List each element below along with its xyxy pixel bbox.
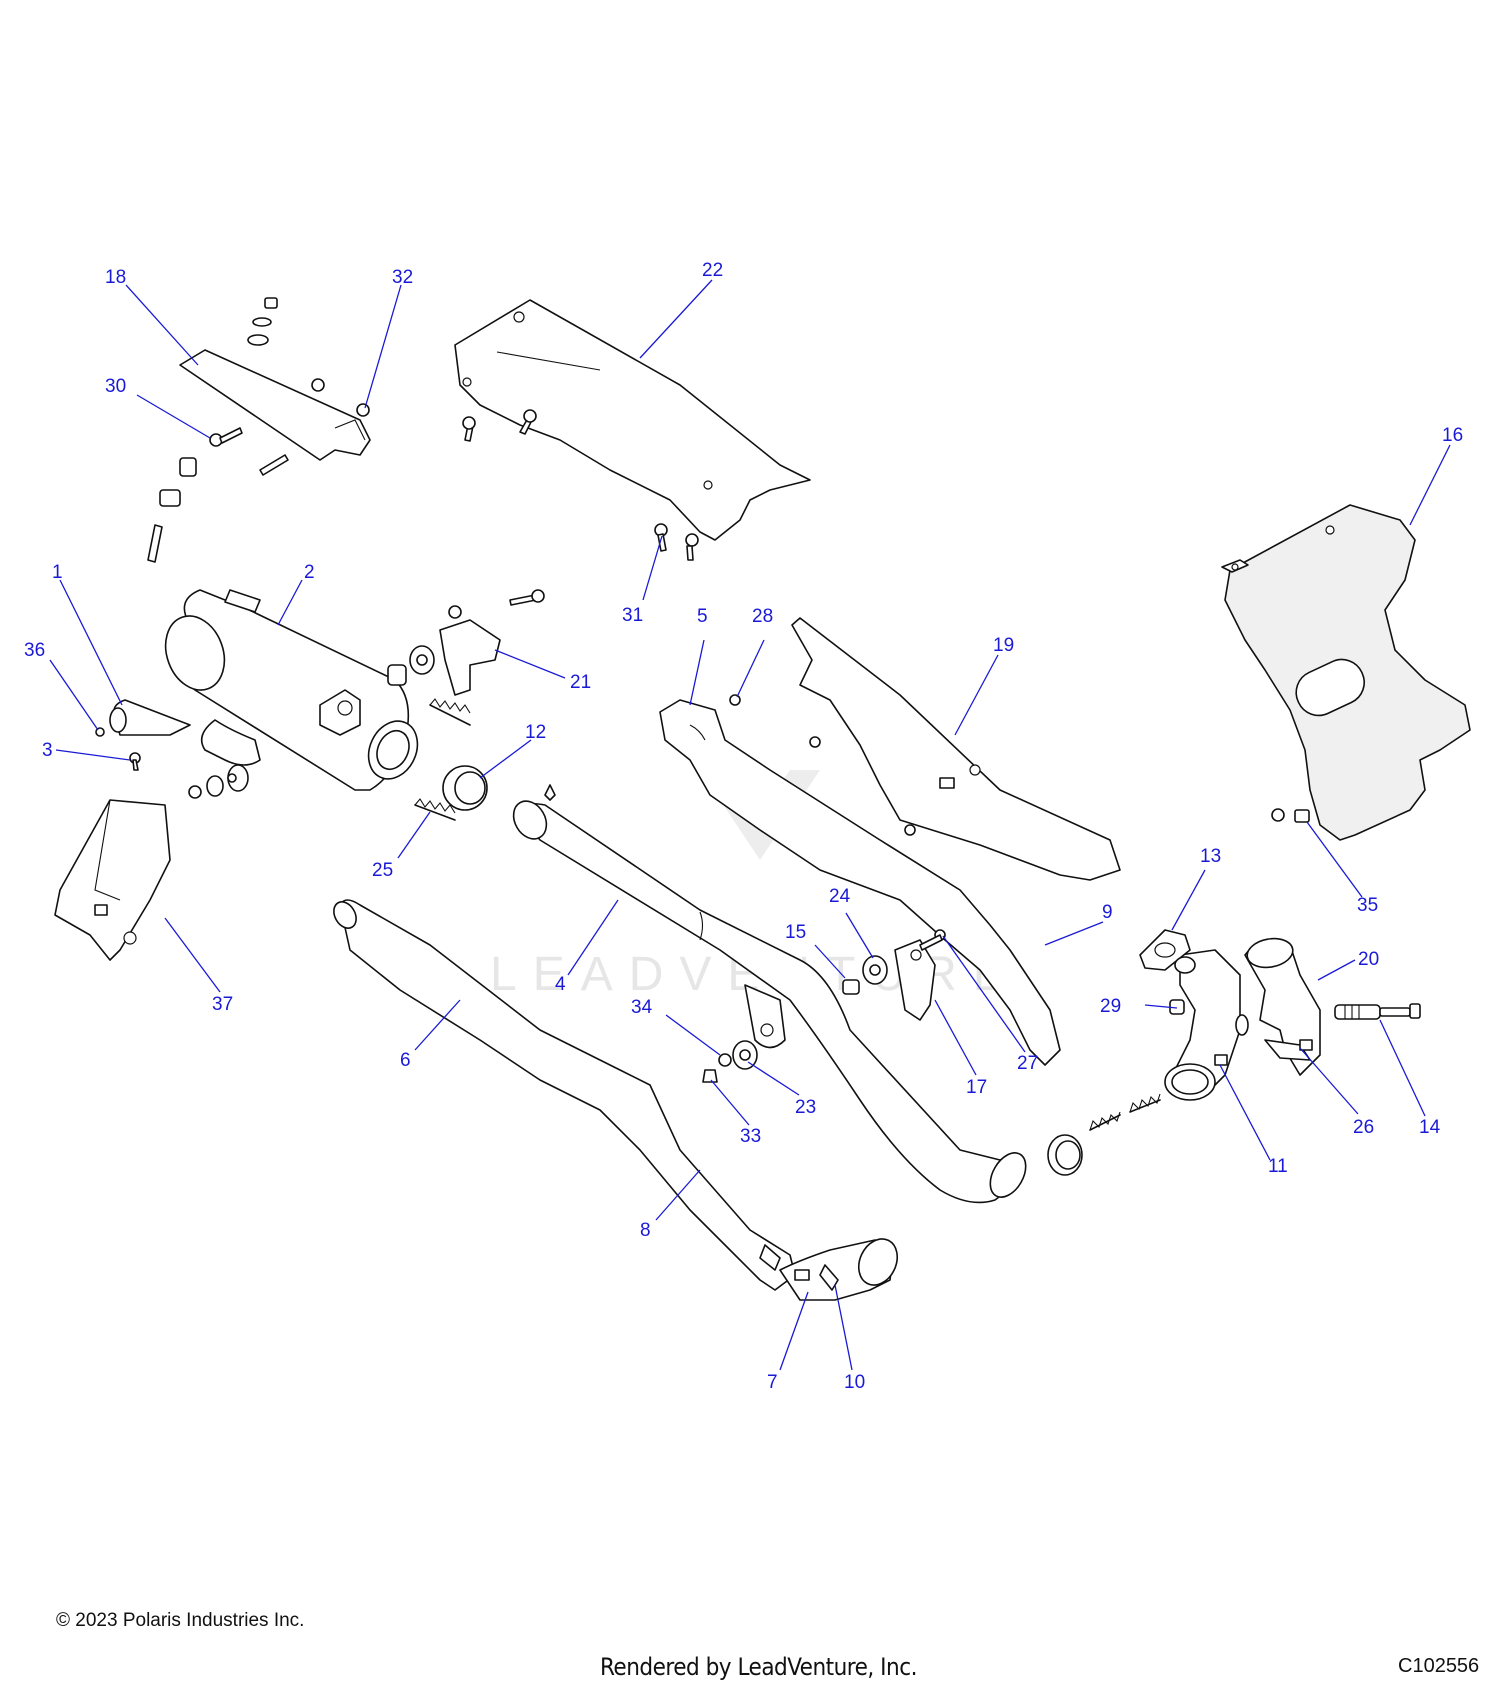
part-9-heat-shield[interactable] — [659, 699, 1061, 1066]
callout-24[interactable]: 24 — [829, 886, 851, 907]
callout-23[interactable]: 23 — [795, 1097, 816, 1118]
part-22-hardware — [462, 409, 699, 561]
callout-14[interactable]: 14 — [1419, 1117, 1441, 1138]
copyright-notice: © 2023 Polaris Industries Inc. — [56, 1610, 305, 1631]
leader-lines — [49, 279, 1451, 1371]
callout-25[interactable]: 25 — [372, 860, 393, 881]
callout-31[interactable]: 31 — [622, 605, 643, 626]
callout-labels: 1 2 3 4 5 6 7 8 9 10 11 12 13 14 15 16 1… — [24, 260, 1463, 1393]
callout-19[interactable]: 19 — [993, 635, 1014, 656]
part-13-gasket — [1139, 929, 1196, 974]
part-12-seal[interactable] — [442, 765, 488, 811]
rendered-by-credit: Rendered by LeadVenture, Inc. — [600, 1653, 917, 1681]
callout-11[interactable]: 11 — [1268, 1156, 1288, 1177]
callout-3[interactable]: 3 — [42, 740, 53, 761]
part-11-exhaust-manifold[interactable] — [1164, 949, 1249, 1101]
part-22-heat-shield[interactable] — [454, 299, 811, 541]
part-17-bracket[interactable] — [894, 929, 946, 1021]
part-25-springs — [414, 698, 471, 821]
part-1-tailpipe[interactable] — [95, 699, 191, 771]
callout-22[interactable]: 22 — [702, 260, 723, 281]
callout-10[interactable]: 10 — [844, 1372, 865, 1393]
part-lower-springs — [1047, 1093, 1161, 1176]
part-21-grommets — [387, 645, 435, 686]
part-19-heat-shield[interactable] — [791, 617, 1121, 881]
callout-17[interactable]: 17 — [966, 1077, 987, 1098]
part-19-hardware — [904, 824, 916, 836]
part-10-clamp — [759, 1244, 839, 1291]
part-6-front-pipe[interactable] — [329, 898, 796, 1291]
part-14-oxygen-sensor[interactable] — [1334, 1003, 1421, 1020]
callout-2[interactable]: 2 — [304, 562, 315, 583]
callout-35[interactable]: 35 — [1357, 895, 1378, 916]
callout-12[interactable]: 12 — [525, 722, 546, 743]
callout-32[interactable]: 32 — [392, 267, 413, 288]
part-37-heat-shield[interactable] — [54, 799, 171, 961]
callout-5[interactable]: 5 — [697, 606, 708, 627]
callout-30[interactable]: 30 — [105, 376, 126, 397]
callout-29[interactable]: 29 — [1100, 996, 1121, 1017]
callout-26[interactable]: 26 — [1353, 1117, 1374, 1138]
callout-4[interactable]: 4 — [555, 974, 566, 995]
callout-28[interactable]: 28 — [752, 606, 773, 627]
callout-21[interactable]: 21 — [570, 672, 591, 693]
part-7-elbow[interactable] — [779, 1233, 904, 1301]
callout-36[interactable]: 36 — [24, 640, 45, 661]
callout-13[interactable]: 13 — [1200, 846, 1221, 867]
callout-37[interactable]: 37 — [212, 994, 233, 1015]
callout-15[interactable]: 15 — [785, 922, 806, 943]
part-28-hardware — [729, 694, 821, 748]
part-4-head-pipe[interactable] — [507, 784, 1033, 1204]
callout-27[interactable]: 27 — [1017, 1053, 1038, 1074]
part-grommets-23-24 — [702, 955, 888, 1083]
callout-9[interactable]: 9 — [1102, 902, 1113, 923]
callout-7[interactable]: 7 — [767, 1372, 778, 1393]
callout-6[interactable]: 6 — [400, 1050, 411, 1071]
part-2-muffler[interactable] — [156, 589, 427, 791]
part-2-hardware — [188, 764, 249, 799]
callout-18[interactable]: 18 — [105, 267, 126, 288]
callout-16[interactable]: 16 — [1442, 425, 1463, 446]
callout-33[interactable]: 33 — [740, 1126, 761, 1147]
part-35-hardware — [1271, 808, 1310, 823]
part-18-heat-shield[interactable] — [179, 349, 371, 461]
part-16-heat-shield[interactable] — [1221, 504, 1471, 841]
part-21-bracket[interactable] — [439, 589, 545, 696]
callout-20[interactable]: 20 — [1358, 949, 1379, 970]
part-18-hardware — [147, 297, 370, 563]
part-26-clamp — [1264, 1039, 1313, 1061]
callout-1[interactable]: 1 — [52, 562, 63, 583]
callout-34[interactable]: 34 — [631, 997, 653, 1018]
callout-8[interactable]: 8 — [640, 1220, 651, 1241]
figure-code: C102556 — [1398, 1655, 1480, 1677]
